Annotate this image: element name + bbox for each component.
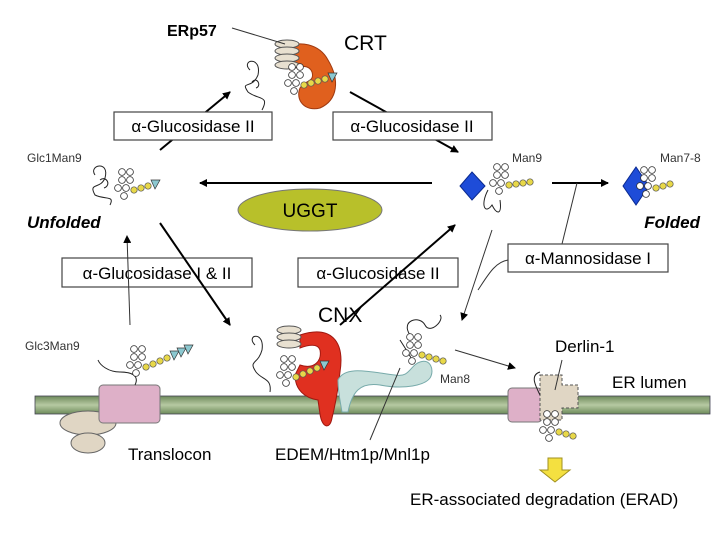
enzyme-label: α-Glucosidase II	[131, 117, 254, 136]
glycan-glc1man9	[114, 168, 161, 200]
unfolded-protein	[92, 165, 112, 206]
man9-label: Man9	[512, 151, 542, 165]
man9-protein	[459, 171, 486, 201]
erp57-label: ERp57	[167, 23, 217, 40]
enzyme-box-gluc12: α-Glucosidase I & II	[61, 257, 253, 288]
glycan-glc3man9	[126, 344, 194, 377]
er-lumen-label: ER lumen	[612, 373, 687, 392]
uggt-enzyme	[237, 188, 383, 232]
derlin-1	[539, 374, 579, 421]
crt-label: CRT	[344, 32, 387, 55]
retrotranslocon	[507, 387, 543, 423]
enzyme-label: α-Glucosidase I & II	[83, 264, 232, 283]
enzyme-label: α-Mannosidase I	[525, 249, 651, 268]
cnx-chaperone	[294, 331, 342, 427]
enzyme-box-mannosidase1: α-Mannosidase I	[507, 243, 669, 273]
glycan-man78	[636, 166, 674, 198]
enzyme-box-gluc2-bottom: α-Glucosidase II	[297, 257, 459, 288]
erad-label: ER-associated degradation (ERAD)	[410, 490, 678, 509]
man78-label: Man7-8	[660, 151, 701, 165]
cnx-label: CNX	[318, 304, 362, 327]
enzyme-box-gluc2-left: α-Glucosidase II	[113, 111, 273, 141]
arrow-from-cnx	[339, 224, 456, 326]
folded-label: Folded	[644, 213, 700, 232]
translocon	[98, 384, 161, 424]
man8-label: Man8	[440, 372, 470, 386]
glycan-man9	[489, 163, 534, 195]
edem-protein	[337, 360, 433, 413]
enzyme-label: α-Glucosidase II	[316, 264, 439, 283]
arrow-to-cnx	[159, 222, 231, 326]
glc1man9-label: Glc1Man9	[27, 151, 82, 165]
enzyme-label: α-Glucosidase II	[350, 117, 473, 136]
glycan-man8	[402, 333, 447, 365]
derlin1-label: Derlin-1	[555, 337, 615, 356]
glycan-crt	[284, 63, 338, 95]
unfolded-label: Unfolded	[27, 213, 101, 232]
glc3man9-label: Glc3Man9	[25, 339, 80, 353]
enzyme-box-gluc2-right: α-Glucosidase II	[332, 111, 493, 141]
uggt-label: UGGT	[283, 201, 338, 222]
crt-complex	[231, 27, 338, 111]
glycan-cnx	[276, 355, 330, 387]
glycan-erad	[539, 410, 577, 442]
translocon-label: Translocon	[128, 445, 211, 464]
erad-arrow	[538, 457, 572, 483]
edem-label: EDEM/Htm1p/Mnl1p	[275, 445, 430, 464]
